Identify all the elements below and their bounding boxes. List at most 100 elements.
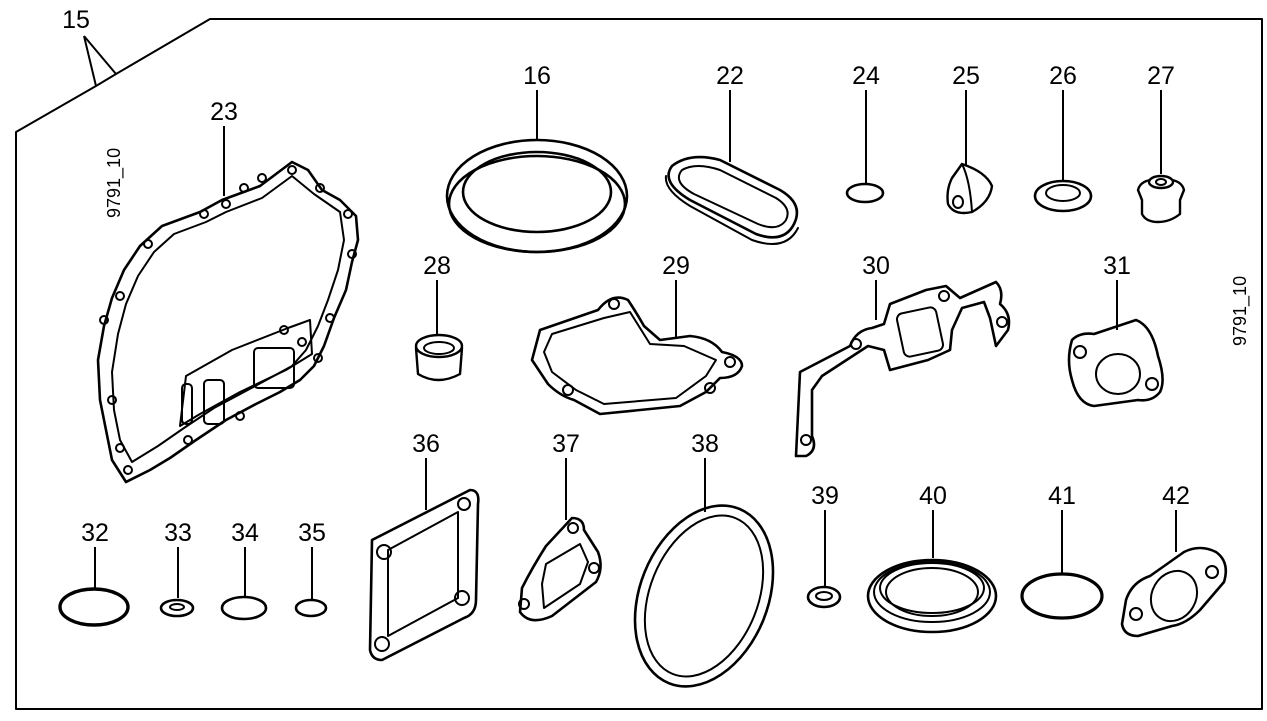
- part-33[interactable]: 33: [159, 519, 195, 618]
- gasket-ring-38-inner: [643, 514, 765, 678]
- wedge-seal-hole: [952, 195, 964, 209]
- diamond-gasket-inner: [541, 543, 589, 609]
- cup-seal-inner: [423, 341, 455, 355]
- manifold-gasket-hole-4: [800, 434, 812, 446]
- part-36[interactable]: 36: [368, 430, 480, 662]
- part-40[interactable]: 40: [866, 482, 998, 634]
- part-30-label: 30: [862, 252, 890, 280]
- diamond-gasket-hole-3: [588, 562, 600, 574]
- o-ring-35: [294, 598, 328, 618]
- part-36-label: 36: [412, 430, 440, 458]
- part-42-label: 42: [1162, 482, 1190, 510]
- cover-gasket-hole-4: [562, 384, 574, 396]
- part-28[interactable]: 28: [414, 252, 464, 382]
- valve-seal-hole: [1155, 178, 1167, 186]
- manifold-gasket-outline: [794, 280, 1011, 458]
- part-31-label: 31: [1103, 252, 1131, 280]
- flange-gasket-42-hole-2: [1205, 565, 1219, 579]
- square-gasket-hole-1: [376, 544, 392, 560]
- square-gasket-hole-2: [457, 497, 471, 511]
- part-42[interactable]: 42: [1120, 482, 1228, 638]
- oval-gasket-edge: [664, 175, 799, 245]
- flange-gasket-31-bore: [1095, 353, 1141, 395]
- part-26[interactable]: 26: [1033, 62, 1093, 213]
- diamond-gasket-hole-1: [567, 522, 579, 534]
- part-27-label: 27: [1147, 62, 1175, 90]
- cover-gasket-hole-3: [704, 382, 716, 394]
- square-gasket-hole-4: [374, 636, 390, 652]
- case-gasket-bolt-holes: [99, 165, 357, 475]
- square-gasket-hole-3: [454, 590, 470, 606]
- part-41-label: 41: [1048, 482, 1076, 510]
- case-gasket-outline: [96, 160, 360, 484]
- part-34-label: 34: [231, 519, 259, 547]
- flange-gasket-31-hole-1: [1073, 345, 1087, 359]
- part-34[interactable]: 34: [220, 519, 268, 621]
- cover-gasket-hole-1: [608, 298, 620, 310]
- ring-outer-lower: [447, 154, 627, 254]
- flange-gasket-42-outline: [1120, 546, 1228, 638]
- case-gasket-slot-2: [253, 347, 295, 389]
- part-29-label: 29: [662, 252, 690, 280]
- part-37[interactable]: 37: [518, 430, 602, 622]
- part-28-label: 28: [423, 252, 451, 280]
- valve-seal-top: [1147, 174, 1175, 190]
- part-25[interactable]: 25: [946, 62, 994, 215]
- part-23[interactable]: 23: [96, 98, 360, 484]
- diamond-gasket-outline: [518, 516, 602, 622]
- square-gasket-outline: [368, 488, 480, 662]
- wedge-seal-edge: [961, 163, 973, 213]
- part-37-label: 37: [552, 430, 580, 458]
- cover-gasket-hole-2: [724, 356, 736, 368]
- part-38[interactable]: 38: [609, 430, 798, 707]
- case-gasket-slot-1: [203, 379, 225, 425]
- part-29[interactable]: 29: [530, 252, 744, 416]
- washer-33-inner: [169, 603, 185, 611]
- part-16-label: 16: [523, 62, 551, 90]
- kit-frame: [15, 18, 1263, 710]
- part-39-label: 39: [811, 482, 839, 510]
- o-ring-24: [845, 182, 885, 204]
- part-35-label: 35: [298, 519, 326, 547]
- case-gasket-inner: [111, 175, 345, 463]
- gasket-ring-38-outer: [633, 504, 775, 688]
- part-25-label: 25: [952, 62, 980, 90]
- flange-gasket-42-bore: [1149, 569, 1199, 623]
- part-26-label: 26: [1049, 62, 1077, 90]
- oil-seal-outer: [866, 558, 998, 634]
- oil-seal-lip: [879, 562, 985, 614]
- part-22-label: 22: [716, 62, 744, 90]
- figure-code-right: 9791_10: [1230, 276, 1251, 346]
- part-30[interactable]: 30: [794, 252, 1011, 458]
- square-gasket-inner: [387, 511, 459, 637]
- part-38-label: 38: [691, 430, 719, 458]
- part-32[interactable]: 32: [58, 519, 130, 627]
- oval-gasket-inner: [678, 165, 789, 229]
- part-24[interactable]: 24: [845, 62, 885, 204]
- part-32-label: 32: [81, 519, 109, 547]
- part-41[interactable]: 41: [1020, 482, 1104, 620]
- washer-39-inner: [815, 591, 833, 601]
- part-24-label: 24: [852, 62, 880, 90]
- part-31[interactable]: 31: [1067, 252, 1164, 408]
- part-40-label: 40: [919, 482, 947, 510]
- part-22[interactable]: 22: [664, 62, 799, 245]
- part-16[interactable]: 16: [445, 62, 629, 254]
- o-ring-41: [1020, 572, 1104, 620]
- manifold-gasket-hole-1: [850, 338, 862, 350]
- part-35[interactable]: 35: [294, 519, 328, 618]
- valve-seal-body: [1136, 178, 1186, 224]
- case-gasket-window: [179, 319, 313, 427]
- o-ring-34: [220, 595, 268, 621]
- diamond-gasket-hole-2: [518, 598, 530, 610]
- manifold-gasket-hole-2: [938, 290, 950, 302]
- washer-33-outer: [159, 598, 195, 618]
- oil-seal-inner: [885, 567, 979, 617]
- cover-gasket-outer: [530, 296, 744, 416]
- part-33-label: 33: [164, 519, 192, 547]
- part-39[interactable]: 39: [806, 482, 842, 609]
- flange-gasket-31-hole-2: [1145, 377, 1159, 391]
- cover-gasket-inner: [543, 311, 717, 405]
- part-27[interactable]: 27: [1136, 62, 1186, 224]
